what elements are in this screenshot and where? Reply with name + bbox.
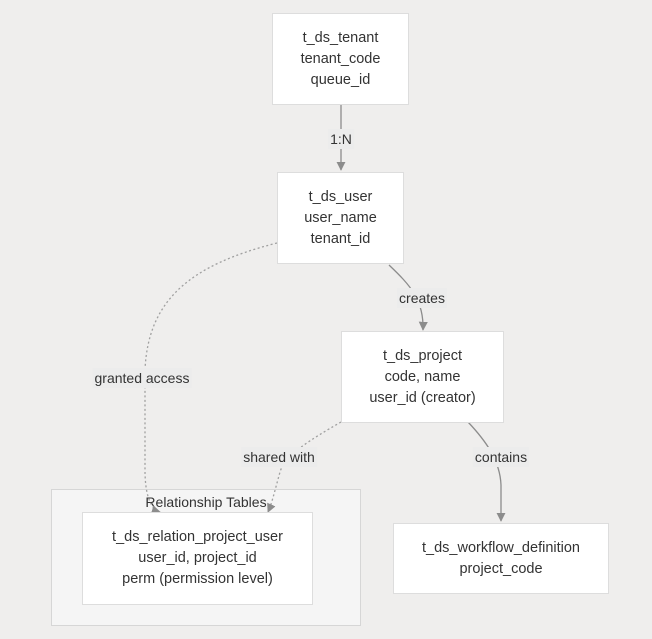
edge-label-tenant-user: 1:N xyxy=(328,129,354,149)
edge-label-user-project: creates xyxy=(397,288,447,308)
node-line: code, name xyxy=(384,368,461,385)
edge-user-to-relation xyxy=(144,242,278,515)
node-t-ds-project: t_ds_project code, name user_id (creator… xyxy=(341,331,504,423)
node-line: user_name xyxy=(304,209,377,226)
node-line: user_id, project_id xyxy=(138,550,257,566)
node-line: t_ds_tenant xyxy=(302,29,379,46)
node-t-ds-relation-project-user: t_ds_relation_project_user user_id, proj… xyxy=(82,512,313,605)
node-t-ds-workflow-definition: t_ds_workflow_definition project_code xyxy=(393,523,609,594)
cluster-title: Relationship Tables xyxy=(145,494,267,510)
node-t-ds-user: t_ds_user user_name tenant_id xyxy=(277,172,404,264)
edge-project-to-workflow xyxy=(467,421,506,522)
node-line: user_id (creator) xyxy=(369,389,476,406)
node-line: queue_id xyxy=(310,71,371,88)
node-t-ds-tenant: t_ds_tenant tenant_code queue_id xyxy=(272,13,409,105)
node-line: t_ds_project xyxy=(383,347,462,364)
edge-label-user-relation: granted access xyxy=(92,368,192,388)
node-line: tenant_id xyxy=(310,230,371,247)
edge-label-project-workflow: contains xyxy=(472,447,530,467)
node-line: perm (permission level) xyxy=(122,571,273,587)
edge-project-to-relation xyxy=(267,421,342,513)
edge-label-project-relation: shared with xyxy=(241,447,317,467)
node-line: t_ds_user xyxy=(308,188,373,205)
node-line: t_ds_workflow_definition xyxy=(422,539,580,556)
node-line: t_ds_relation_project_user xyxy=(112,529,283,545)
node-line: project_code xyxy=(459,560,543,577)
node-line: tenant_code xyxy=(300,50,381,67)
